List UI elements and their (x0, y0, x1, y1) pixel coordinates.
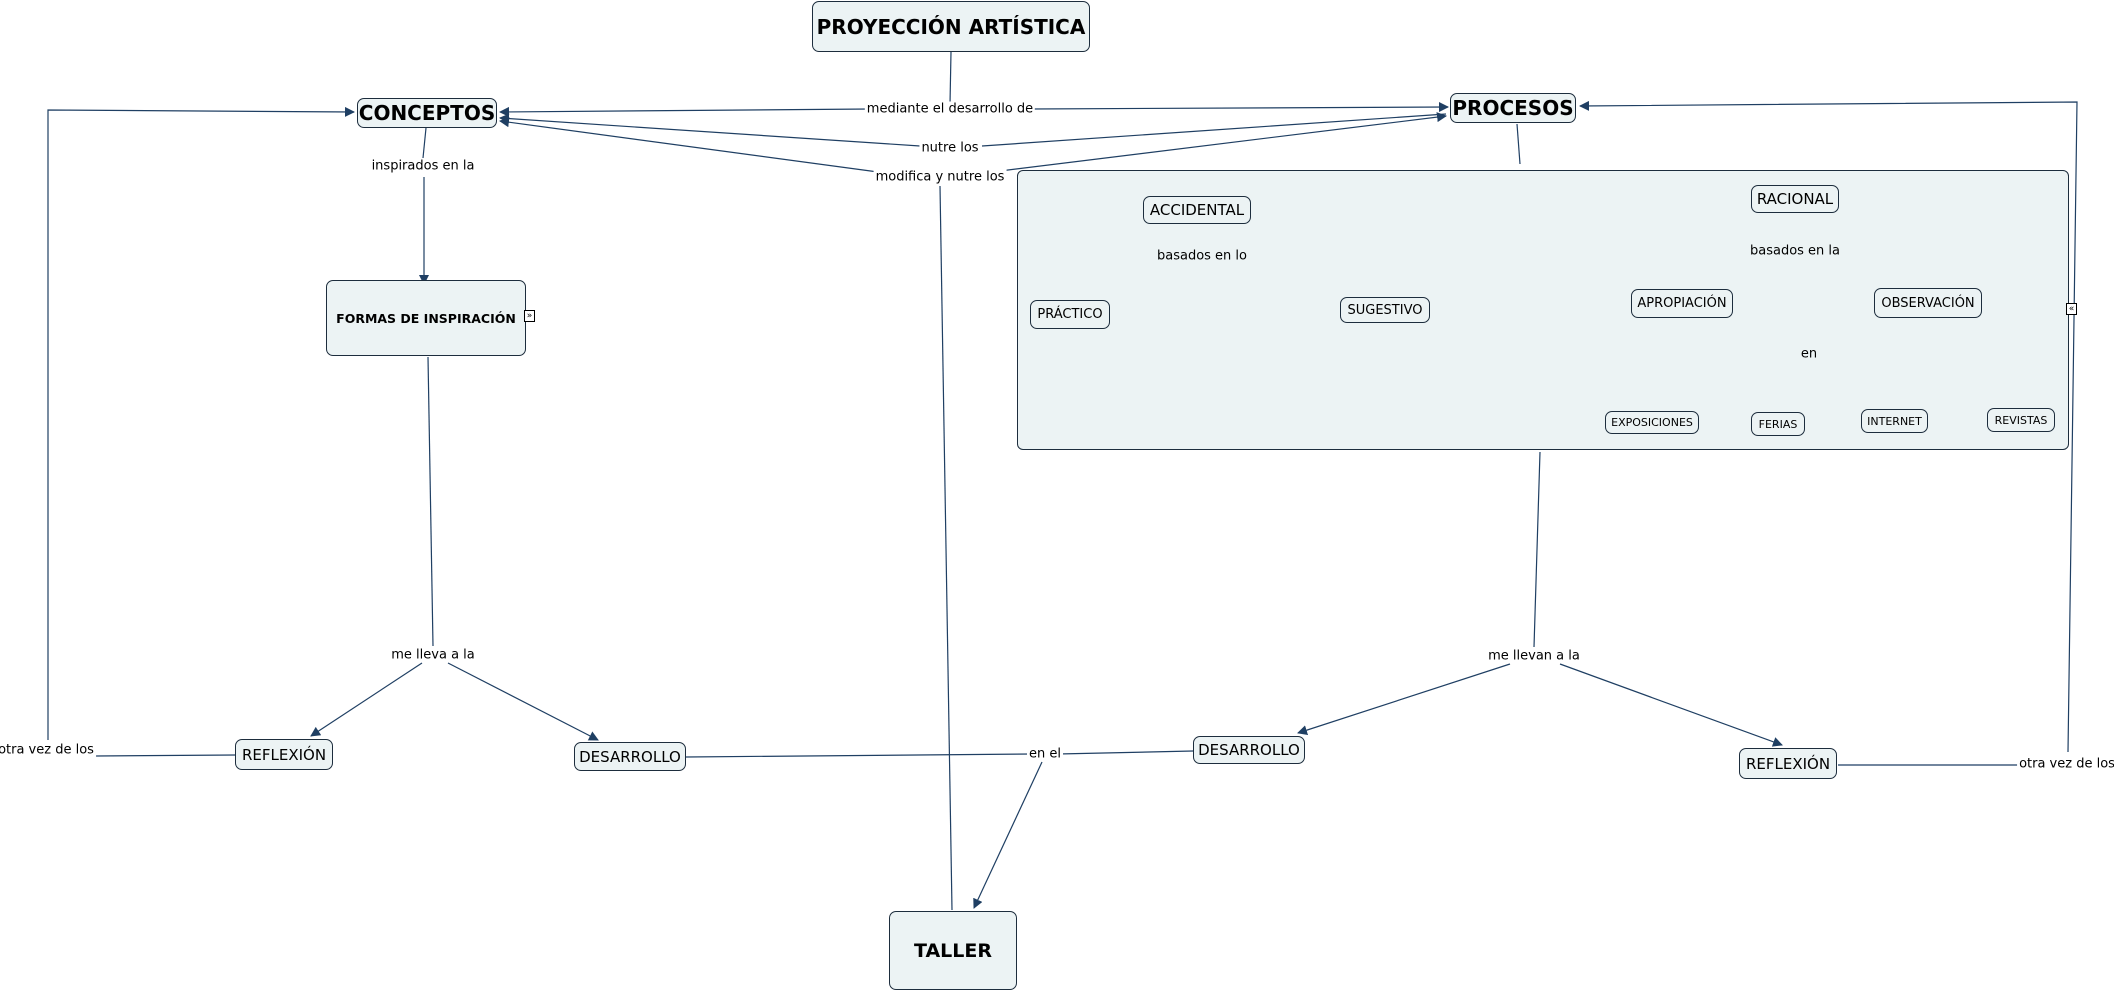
link-procesos-nutre (981, 113, 1447, 147)
link-taller-modifica (939, 185, 953, 911)
link-mediante-procesos (1029, 102, 1449, 113)
concept-proyeccion-artistica[interactable]: PROYECCIÓN ARTÍSTICA (812, 1, 1090, 52)
link-proyeccion-mediante (949, 51, 952, 105)
link-otravez-procesos (1579, 100, 2078, 753)
concept-conceptos[interactable]: CONCEPTOS (357, 98, 497, 128)
link-label-modifica: modifica y nutre los (873, 169, 1007, 185)
link-mellevan-desarrollo (1297, 663, 1511, 735)
formas-expand-toggle[interactable]: » (524, 310, 535, 322)
link-label-mediante: mediante el desarrollo de (864, 101, 1036, 117)
link-label-me-llevan: me llevan a la (1486, 648, 1582, 664)
link-label-inspirados: inspirados en la (369, 158, 477, 174)
link-label-otra-vez-right: otra vez de los (2017, 756, 2114, 772)
link-label-basados-la: basados en la (1749, 243, 1841, 259)
link-melleva-reflexion (310, 662, 423, 737)
link-modifica-conceptos (499, 117, 879, 173)
link-enel-taller (973, 761, 1043, 909)
link-label-en: en (1800, 346, 1818, 362)
concept-reflexion-right[interactable]: REFLEXIÓN (1739, 748, 1837, 779)
link-melleva-desarrollo (447, 662, 599, 741)
concept-observacion[interactable]: OBSERVACIÓN (1874, 288, 1982, 318)
link-grupo-mellevan (1533, 451, 1541, 648)
concept-racional[interactable]: RACIONAL (1751, 185, 1839, 213)
concept-accidental[interactable]: ACCIDENTAL (1143, 196, 1251, 224)
link-conceptos-inspirados (422, 127, 427, 159)
link-label-otra-vez-left: otra vez de los (0, 742, 96, 758)
link-desarrollo-enel (1057, 750, 1194, 755)
link-label-en-el: en el (1027, 746, 1063, 762)
link-label-nutre: nutre los (919, 140, 981, 156)
link-otravez-conceptos (47, 106, 355, 740)
concept-formas-de-inspiracion[interactable]: FORMAS DE INSPIRACIÓN (326, 280, 526, 356)
concept-practico[interactable]: PRÁCTICO (1030, 300, 1110, 329)
concept-sugestivo[interactable]: SUGESTIVO (1340, 297, 1430, 323)
link-modifica-procesos (999, 112, 1447, 172)
link-mediante-conceptos (499, 106, 871, 117)
link-formas-melleva (427, 356, 434, 647)
link-reflexion-otravez-left (95, 754, 237, 757)
concept-desarrollo-mid[interactable]: DESARROLLO (1193, 736, 1305, 764)
concept-apropiacion[interactable]: APROPIACIÓN (1631, 289, 1733, 318)
concept-desarrollo-left[interactable]: DESARROLLO (574, 742, 686, 771)
concept-revistas[interactable]: REVISTAS (1987, 408, 2055, 432)
concept-taller[interactable]: TALLER (889, 911, 1017, 990)
concept-internet[interactable]: INTERNET (1861, 409, 1928, 433)
link-mellevan-reflexion (1559, 663, 1783, 747)
group-collapse-toggle[interactable]: « (2066, 303, 2077, 315)
link-procesos-grupo (1516, 123, 1521, 165)
link-label-basados-lo: basados en lo (1156, 248, 1248, 264)
link-nutre-conceptos (499, 113, 921, 147)
link-label-me-lleva: me lleva a la (389, 647, 477, 663)
concept-ferias[interactable]: FERIAS (1751, 412, 1805, 436)
concept-reflexion-left[interactable]: REFLEXIÓN (235, 739, 333, 770)
link-desarrollo-left-enel (685, 753, 1033, 758)
concept-procesos[interactable]: PROCESOS (1450, 93, 1576, 123)
concept-exposiciones[interactable]: EXPOSICIONES (1605, 411, 1699, 434)
